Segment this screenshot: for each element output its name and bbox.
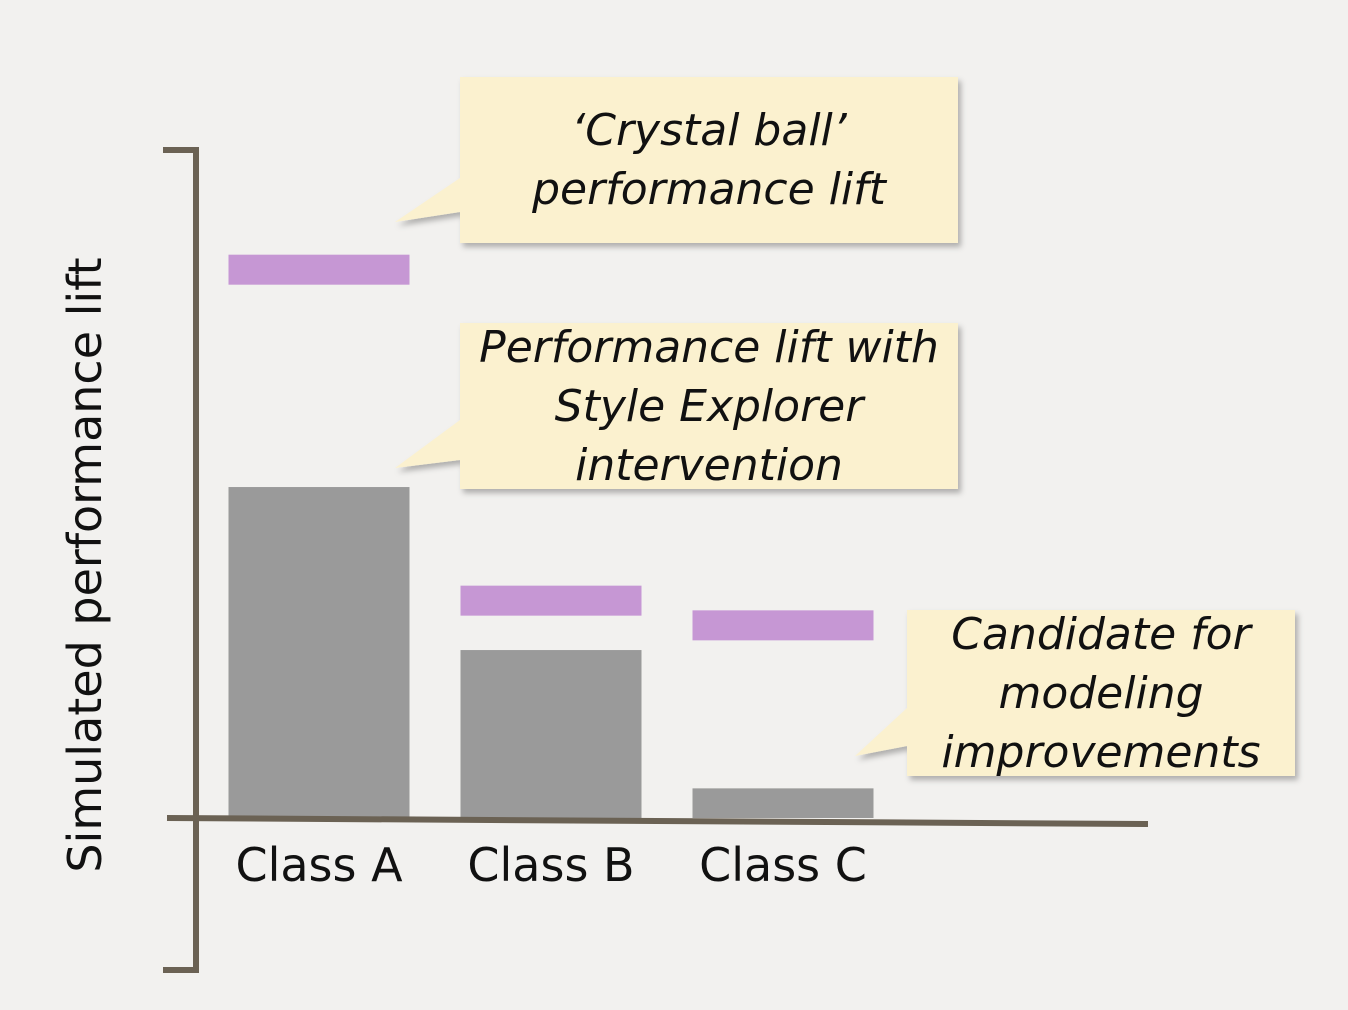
bar-class-c — [692, 788, 874, 818]
callout-box-crystal-ball-body — [460, 77, 958, 243]
crystal-ball-marker-class-b — [460, 585, 642, 616]
callout-box-style-explorer-pointer — [395, 420, 460, 468]
callout-box-candidate — [855, 610, 1295, 776]
callout-box-crystal-ball-pointer — [395, 178, 460, 222]
callout-box-candidate-body — [907, 610, 1295, 776]
x-tick-label: Class C — [699, 838, 867, 892]
callout-crystal-ball: ‘Crystal ball’ performance lift — [532, 105, 886, 215]
callout-box-style-explorer-body — [460, 323, 958, 489]
x-axis-line — [166, 815, 1149, 827]
y-axis-label: Simulated performance lift — [58, 257, 112, 873]
callout-box-crystal-ball — [395, 77, 958, 243]
x-tick-label: Class A — [235, 838, 403, 892]
bar-class-b — [460, 650, 642, 818]
callout-candidate: Candidate for modeling improvements — [941, 608, 1261, 778]
crystal-ball-marker-class-a — [228, 254, 410, 285]
callout-style-explorer: Performance lift with Style Explorer int… — [479, 321, 939, 491]
bar-class-a — [228, 487, 410, 818]
callout-box-candidate-pointer — [855, 708, 907, 756]
x-tick-label: Class B — [467, 838, 635, 892]
callout-box-style-explorer — [395, 323, 958, 489]
crystal-ball-marker-class-c — [692, 610, 874, 641]
